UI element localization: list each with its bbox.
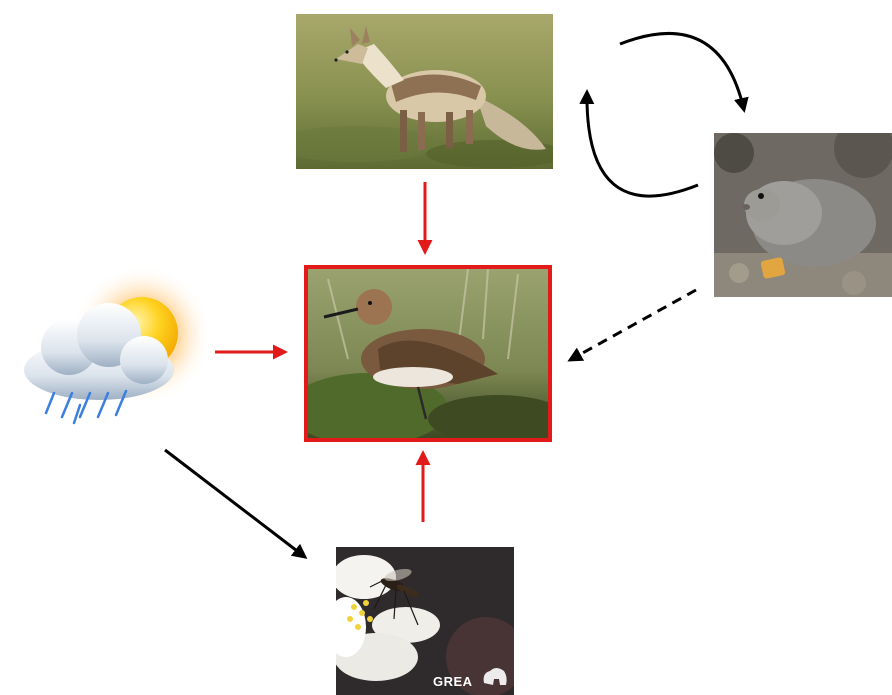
- edge-fox-to-lemming: [620, 33, 744, 110]
- logo-text: GREA: [433, 674, 473, 689]
- edge-lemming-to-sandpiper: [570, 290, 696, 360]
- lemming-photo: [714, 133, 892, 297]
- edge-lemming-to-fox: [587, 92, 698, 196]
- sun-cloud-rain-icon: [14, 265, 214, 440]
- arctic-fox-photo: [296, 14, 553, 169]
- shorebird-photo: [304, 265, 552, 442]
- mosquito-on-flower-photo: GREA: [336, 547, 514, 695]
- edge-weather-to-insect: [165, 450, 305, 557]
